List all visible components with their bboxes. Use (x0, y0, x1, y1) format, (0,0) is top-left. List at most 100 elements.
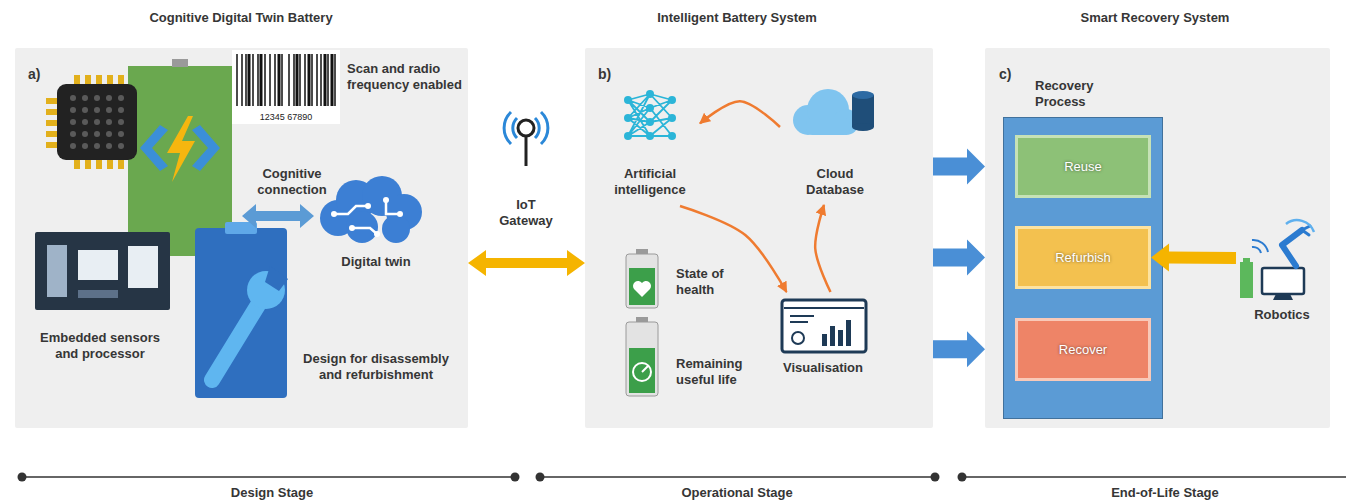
icon-node: Visualisation (770, 292, 880, 384)
timeline (22, 476, 1346, 478)
sensor-board (78, 290, 118, 298)
neural-network-icon (668, 96, 676, 104)
cloud-database-icon (806, 118, 850, 135)
dashboard-icon (838, 330, 843, 346)
digital-twin-icon (320, 200, 356, 236)
antenna-icon (525, 136, 528, 166)
dashboard-icon (784, 307, 864, 309)
flow-arrow (933, 149, 985, 185)
robot-icon (1286, 220, 1314, 232)
chip-icon (85, 75, 91, 87)
battery-icon (642, 366, 648, 372)
chip-icon (46, 75, 124, 169)
neural-network-icon (628, 94, 672, 136)
digital-twin-icon (320, 176, 422, 243)
gateway-arrow (468, 250, 585, 276)
digital-twin-icon (362, 176, 402, 216)
cloud-database-icon (852, 123, 874, 131)
chip-icon (46, 75, 137, 169)
antenna-icon (504, 112, 548, 166)
battery-icon (633, 281, 651, 297)
robot-icon (1240, 220, 1314, 300)
dashboard-icon (782, 300, 866, 352)
dashboard-icon (822, 334, 827, 346)
stage-label: Design Stage (231, 485, 313, 501)
chip-icon (74, 75, 80, 87)
neural-network-icon (624, 96, 632, 104)
neural-network-icon (646, 90, 654, 98)
barcode (237, 54, 335, 106)
panel-letter: a) (28, 66, 40, 83)
chip-icon (46, 109, 58, 115)
dashboard-icon (846, 320, 851, 346)
battery-label: Remaining useful life (676, 356, 751, 387)
battery-icon (636, 249, 648, 255)
cloud-database-icon (793, 105, 823, 135)
clipboard-wrench (225, 222, 257, 234)
digital-twin-icon (331, 211, 337, 217)
antenna-icon (504, 112, 548, 144)
digital-twin-icon (331, 197, 403, 237)
chip-icon (118, 157, 124, 169)
dashboard-icon (790, 316, 814, 322)
chip-icon (107, 157, 113, 169)
timeline-dot (511, 473, 520, 482)
digital-twin-icon (383, 197, 389, 203)
timeline-dot (931, 473, 940, 482)
robot-arrow (1151, 244, 1236, 272)
flow-arrow (933, 331, 985, 367)
neural-network-icon (646, 132, 654, 140)
cloud-database-icon (833, 109, 859, 135)
dashboard-icon (792, 332, 804, 344)
chip-icon (74, 157, 80, 169)
digital-twin-icon (334, 200, 400, 234)
timeline (540, 476, 935, 478)
digital-twin-icon (346, 211, 378, 243)
feature-label: Cognitive connection (247, 166, 337, 197)
feature-label: Embedded sensors and processor (33, 330, 168, 361)
chip-icon (57, 84, 137, 160)
cloud-database-icon (793, 89, 874, 135)
digital-twin-icon (349, 225, 355, 231)
barcode (249, 54, 332, 106)
cloud-database-icon (793, 89, 859, 135)
stage-label: End-of-Life Stage (1111, 485, 1219, 501)
timeline-dot (958, 473, 967, 482)
antenna-icon (518, 120, 534, 136)
battery-icon (629, 348, 655, 393)
panel-title: Cognitive Digital Twin Battery (149, 10, 332, 26)
panel-title: Intelligent Battery System (657, 10, 817, 26)
robot-icon (1282, 230, 1302, 266)
feature-label: Scan and radio frequency enabled (347, 61, 465, 92)
neural-network-icon (646, 104, 654, 112)
double-arrow (242, 204, 314, 228)
process-box: Reuse (1015, 135, 1151, 198)
digital-twin-icon (336, 180, 376, 220)
recovery-box: Recovery ProcessReuseRefurbishRecover (1003, 117, 1163, 419)
icon-node: Robotics (1236, 218, 1328, 330)
chip-icon (96, 75, 102, 87)
battery-icon (626, 254, 658, 308)
clipboard-wrench (265, 266, 288, 291)
sensor-board (35, 232, 170, 310)
barcode (232, 50, 340, 124)
circuit-board (167, 116, 195, 182)
dashboard-icon (830, 326, 835, 346)
sensor-board (128, 246, 158, 288)
panel-letter: b) (598, 66, 611, 83)
chip-icon (107, 75, 113, 87)
circuit-board (128, 66, 232, 256)
battery-icon (636, 317, 648, 323)
flow-arrow (933, 239, 985, 275)
battery-icon (629, 268, 655, 305)
panel-letter: c) (999, 66, 1011, 83)
cycle-arrow (680, 206, 787, 292)
sensor-board (35, 232, 170, 310)
icon-node: Cloud Database (780, 85, 890, 205)
neural-network-icon (624, 114, 632, 122)
battery-label: State of health (676, 266, 738, 297)
process-label: Refurbish (1055, 250, 1111, 266)
feature-label: Digital twin (341, 254, 410, 270)
